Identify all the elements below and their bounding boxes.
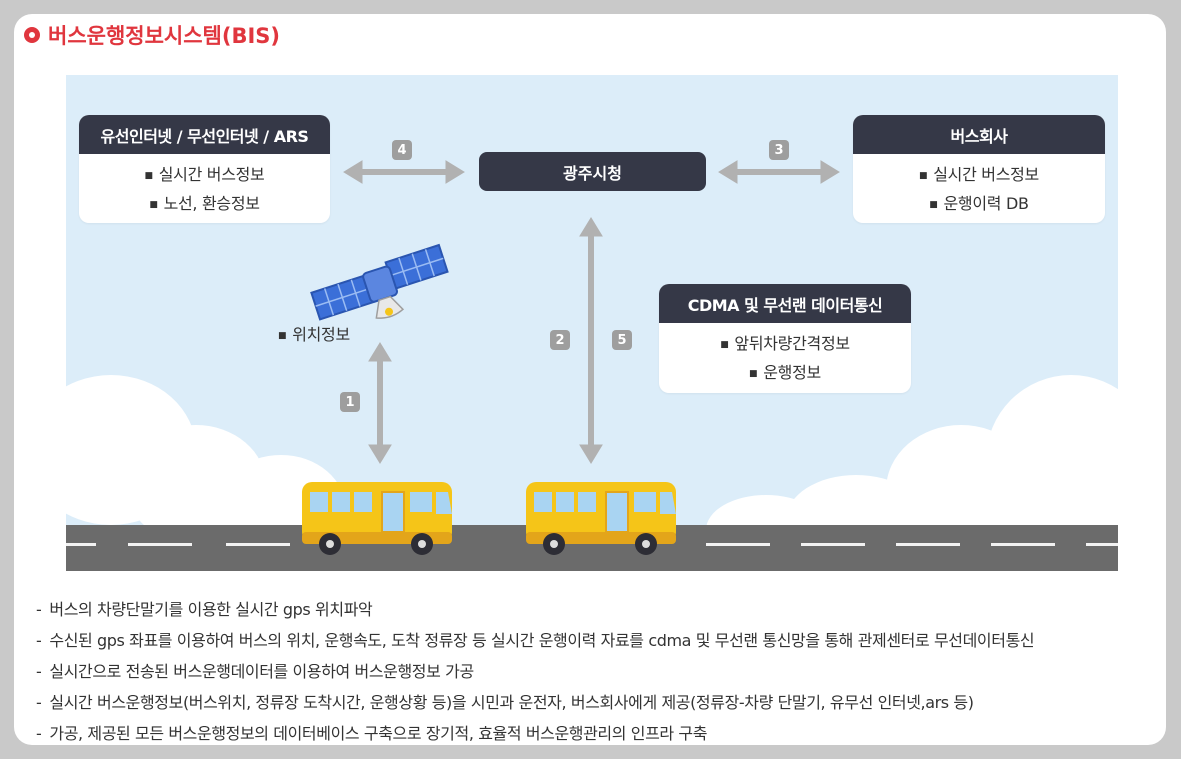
bus-company-box: 버스회사 실시간 버스정보 운행이력 DB — [853, 115, 1105, 223]
internet-box-item: 실시간 버스정보 — [79, 160, 330, 189]
dash-marker: - — [36, 600, 42, 619]
dash-marker: - — [36, 693, 42, 712]
internet-box: 유선인터넷 / 무선인터넷 / ARS 실시간 버스정보 노선, 환승정보 — [79, 115, 330, 223]
description-list: -버스의 차량단말기를 이용한 실시간 gps 위치파악 -수신된 gps 좌표… — [36, 594, 1166, 749]
lane-marking — [801, 543, 865, 546]
description-item: -실시간 버스운행정보(버스위치, 정류장 도착시간, 운행상황 등)을 시민과… — [36, 687, 1166, 718]
description-item: -수신된 gps 좌표를 이용하여 버스의 위치, 운행속도, 도착 정류장 등… — [36, 625, 1166, 656]
cdma-box-header: CDMA 및 무선랜 데이터통신 — [659, 284, 911, 323]
cloud-shape — [986, 375, 1118, 545]
step-badge-1: 1 — [340, 392, 360, 412]
position-info-label: 위치정보 — [278, 321, 350, 345]
description-item: -실시간으로 전송된 버스운행데이터를 이용하여 버스운행정보 가공 — [36, 656, 1166, 687]
internet-box-item: 노선, 환승정보 — [79, 189, 330, 218]
bus-icon — [526, 482, 676, 555]
arrow-satellite-bus — [368, 342, 392, 464]
section-title: 버스운행정보시스템(BIS) — [24, 20, 280, 50]
dash-marker: - — [36, 631, 42, 650]
step-badge-5: 5 — [612, 330, 632, 350]
arrow-internet-cityhall — [343, 160, 465, 184]
description-text: 가공, 제공된 모든 버스운행정보의 데이터베이스 구축으로 장기적, 효율적 … — [49, 724, 708, 743]
dash-marker: - — [36, 724, 42, 743]
description-item: -가공, 제공된 모든 버스운행정보의 데이터베이스 구축으로 장기적, 효율적… — [36, 718, 1166, 749]
bus-company-box-item: 운행이력 DB — [853, 189, 1105, 218]
bus-company-box-item: 실시간 버스정보 — [853, 160, 1105, 189]
record-dot-icon — [24, 27, 40, 43]
dash-marker: - — [36, 662, 42, 681]
lane-marking — [1086, 543, 1118, 546]
satellite-icon — [310, 243, 449, 321]
step-badge-2: 2 — [550, 330, 570, 350]
section-title-text: 버스운행정보시스템(BIS) — [48, 24, 281, 48]
arrow-cityhall-bus — [579, 217, 603, 464]
arrow-cityhall-company — [718, 160, 840, 184]
description-text: 수신된 gps 좌표를 이용하여 버스의 위치, 운행속도, 도착 정류장 등 … — [49, 631, 1035, 650]
lane-marking — [226, 543, 290, 546]
lane-marking — [706, 543, 770, 546]
step-badge-3: 3 — [769, 140, 789, 160]
step-badge-4: 4 — [392, 140, 412, 160]
lane-marking — [128, 543, 192, 546]
bus-company-box-header: 버스회사 — [853, 115, 1105, 154]
description-text: 버스의 차량단말기를 이용한 실시간 gps 위치파악 — [49, 600, 373, 619]
internet-box-header: 유선인터넷 / 무선인터넷 / ARS — [79, 115, 330, 154]
diagram-graphics — [302, 160, 840, 555]
description-item: -버스의 차량단말기를 이용한 실시간 gps 위치파악 — [36, 594, 1166, 625]
cdma-box-item: 운행정보 — [659, 358, 911, 387]
cdma-box-item: 앞뒤차량간격정보 — [659, 329, 911, 358]
description-text: 실시간 버스운행정보(버스위치, 정류장 도착시간, 운행상황 등)을 시민과 … — [49, 693, 974, 712]
bus-icon — [302, 482, 452, 555]
lane-marking — [991, 543, 1055, 546]
description-text: 실시간으로 전송된 버스운행데이터를 이용하여 버스운행정보 가공 — [49, 662, 474, 681]
bis-diagram: 4 3 2 5 1 유선인터넷 / 무선인터넷 / ARS 실시간 버스정보 노… — [66, 75, 1118, 571]
lane-marking — [66, 543, 96, 546]
lane-marking — [896, 543, 960, 546]
city-hall-node: 광주시청 — [479, 152, 706, 191]
cdma-box: CDMA 및 무선랜 데이터통신 앞뒤차량간격정보 운행정보 — [659, 284, 911, 393]
